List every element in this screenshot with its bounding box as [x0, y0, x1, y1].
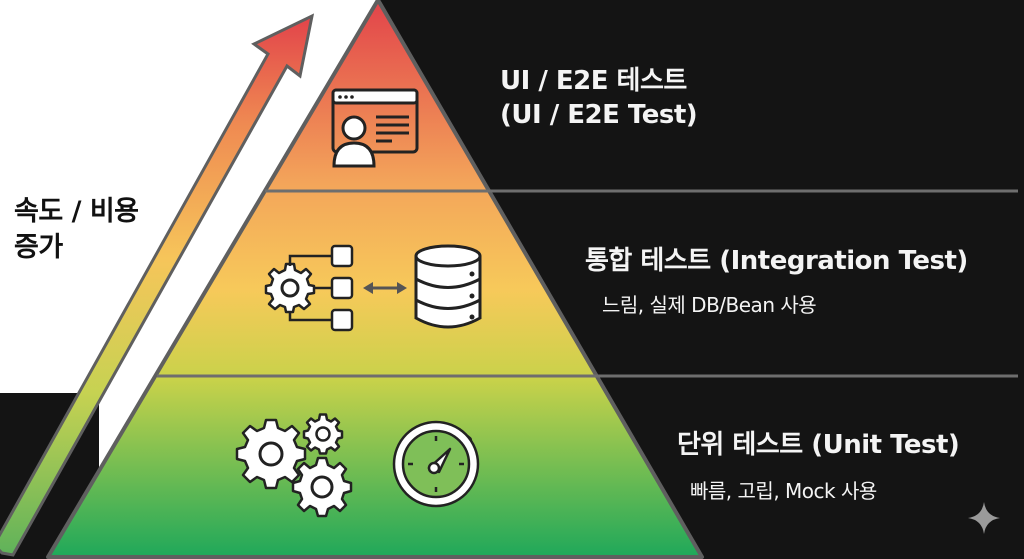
gear-large-icon	[235, 418, 307, 490]
stopwatch-icon	[392, 420, 480, 508]
rising-arrow-icon	[0, 13, 315, 557]
gear-icon	[264, 262, 316, 314]
gear-small-icon	[302, 413, 344, 455]
unit-test-subtitle: 빠름, 고립, Mock 사용	[690, 479, 877, 503]
speed-cost-increase-label: 속도 / 비용 증가	[14, 194, 139, 266]
side-label-line2: 증가	[14, 232, 63, 263]
integration-test-subtitle: 느림, 실제 DB/Bean 사용	[602, 293, 817, 317]
browser-user-icon	[331, 88, 419, 168]
gear-nodes-database-icon	[264, 244, 482, 332]
side-label-line1: 속도 / 비용	[14, 196, 139, 227]
database-icon	[414, 244, 482, 329]
pyramid	[46, 0, 1018, 559]
gears-stopwatch-icon	[235, 413, 480, 518]
ui-e2e-title-korean: UI / E2E 테스트	[500, 66, 687, 96]
sparkle-icon	[968, 502, 1000, 534]
gear-medium-icon	[291, 456, 353, 518]
unit-test-title: 단위 테스트 (Unit Test)	[677, 430, 960, 460]
ui-e2e-test-title: UI / E2E 테스트 (UI / E2E Test)	[500, 64, 698, 132]
integration-test-title: 통합 테스트 (Integration Test)	[585, 246, 968, 276]
bidirectional-arrow-icon	[363, 282, 407, 294]
ui-e2e-title-english: (UI / E2E Test)	[500, 100, 698, 130]
